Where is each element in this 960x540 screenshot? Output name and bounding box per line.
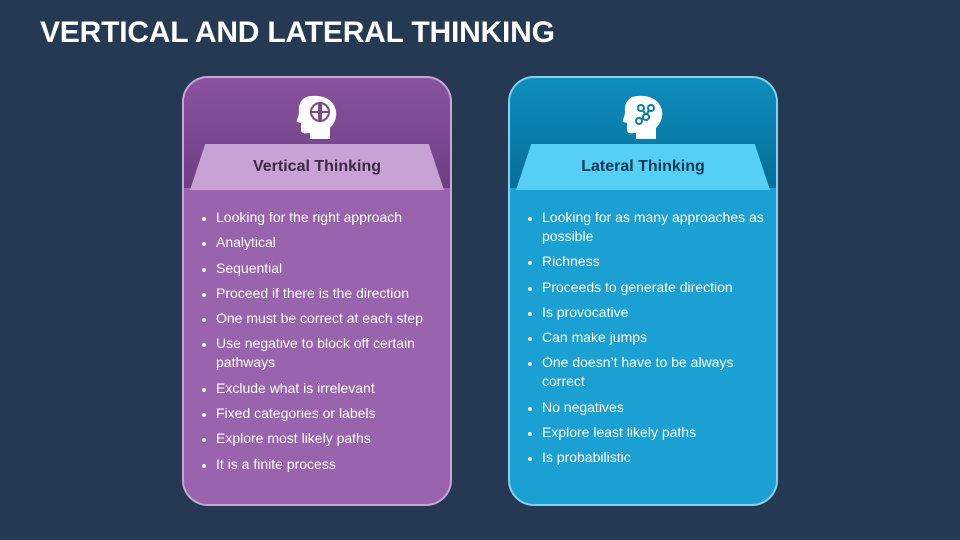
card-header: Lateral Thinking [510,78,776,190]
list-item: Can make jumps [542,328,764,347]
list-item: Richness [542,252,764,271]
head-tools-icon [296,95,337,139]
head-network-icon [622,95,663,139]
card-header: Vertical Thinking [184,78,450,190]
list-item: Exclude what is irrelevant [216,379,438,398]
list-item: Fixed categories or labels [216,404,438,423]
list-item: One doesn’t have to be always correct [542,353,764,391]
list-item: Proceeds to generate direction [542,278,764,297]
list-item: Is provocative [542,303,764,322]
vertical-thinking-card: Vertical Thinking Looking for the right … [182,76,452,506]
list-item: No negatives [542,398,764,417]
list-item: Analytical [216,233,438,252]
list-item: Is probabilistic [542,448,764,467]
lateral-thinking-card: Lateral Thinking Looking for as many app… [508,76,778,506]
list-item: Explore most likely paths [216,429,438,448]
list-item: It is a finite process [216,455,438,474]
card-heading: Vertical Thinking [190,144,444,190]
list-item: Looking for the right approach [216,208,438,227]
vertical-list: Looking for the right approach Analytica… [196,208,438,480]
list-item: One must be correct at each step [216,309,438,328]
list-item: Use negative to block off certain pathwa… [216,334,438,372]
page-title: VERTICAL AND LATERAL THINKING [40,16,555,49]
list-item: Proceed if there is the direction [216,284,438,303]
list-item: Explore least likely paths [542,423,764,442]
lateral-list: Looking for as many approaches as possib… [522,208,764,474]
card-heading: Lateral Thinking [516,144,770,190]
list-item: Sequential [216,259,438,278]
list-item: Looking for as many approaches as possib… [542,208,764,246]
